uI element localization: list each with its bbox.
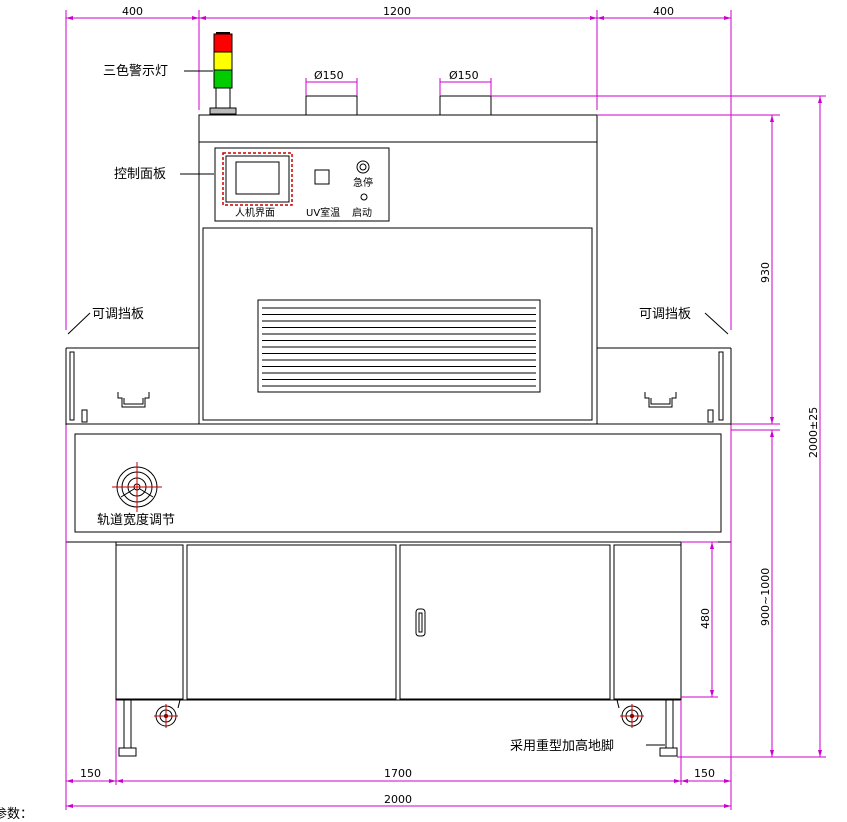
dim-right-upper: 930 bbox=[759, 262, 772, 283]
dim-bottom-total: 2000 bbox=[384, 793, 412, 806]
dim-duct-right: Ø150 bbox=[449, 69, 479, 82]
bottom-dimensions: 150 1700 150 2000 bbox=[65, 425, 732, 810]
rail-width-adjust-icon bbox=[112, 462, 162, 512]
side-housing-right bbox=[597, 347, 732, 424]
rail-section bbox=[65, 423, 732, 543]
right-dimensions: 930 2000±25 900~1000 480 bbox=[491, 95, 826, 758]
dim-top-middle: 1200 bbox=[383, 5, 411, 18]
side-housing-left bbox=[65, 347, 199, 424]
label-start: 启动 bbox=[352, 206, 372, 219]
tower-light-icon bbox=[209, 32, 237, 115]
label-params-cut: 参数： bbox=[0, 806, 33, 822]
label-control-panel: 控制面板 bbox=[114, 167, 166, 182]
uv-chamber bbox=[202, 227, 593, 421]
label-estop: 急停 bbox=[353, 176, 373, 189]
dim-duct-left: Ø150 bbox=[314, 69, 344, 82]
label-tower-light: 三色警示灯 bbox=[103, 63, 168, 79]
label-rail-width: 轨道宽度调节 bbox=[97, 512, 175, 528]
label-baffle-right: 可调挡板 bbox=[639, 307, 691, 322]
exhaust-duct-right bbox=[439, 78, 492, 116]
caster-right-icon bbox=[616, 699, 644, 728]
top-dimension: 400 1200 400 bbox=[65, 5, 732, 330]
vent-louvers bbox=[262, 307, 536, 387]
label-uv-temp: UV室温 bbox=[306, 206, 340, 219]
dim-bottom-right: 150 bbox=[694, 767, 715, 780]
exhaust-duct-left bbox=[305, 78, 358, 116]
label-hmi: 人机界面 bbox=[235, 206, 275, 219]
label-feet: 采用重型加高地脚 bbox=[510, 738, 614, 754]
caster-left-icon bbox=[154, 699, 181, 728]
dim-top-right: 400 bbox=[653, 5, 674, 18]
dim-bottom-middle: 1700 bbox=[384, 767, 412, 780]
dim-right-total: 2000±25 bbox=[807, 407, 820, 458]
dim-right-lower: 900~1000 bbox=[759, 568, 772, 626]
label-baffle-left: 可调挡板 bbox=[92, 307, 144, 322]
leveling-foot-left bbox=[118, 699, 137, 757]
leveling-foot-right bbox=[659, 699, 678, 757]
control-panel bbox=[214, 147, 390, 222]
lower-cabinet bbox=[115, 541, 682, 701]
dim-bottom-left: 150 bbox=[80, 767, 101, 780]
dim-top-left: 400 bbox=[122, 5, 143, 18]
dim-right-cabinet: 480 bbox=[699, 608, 712, 629]
